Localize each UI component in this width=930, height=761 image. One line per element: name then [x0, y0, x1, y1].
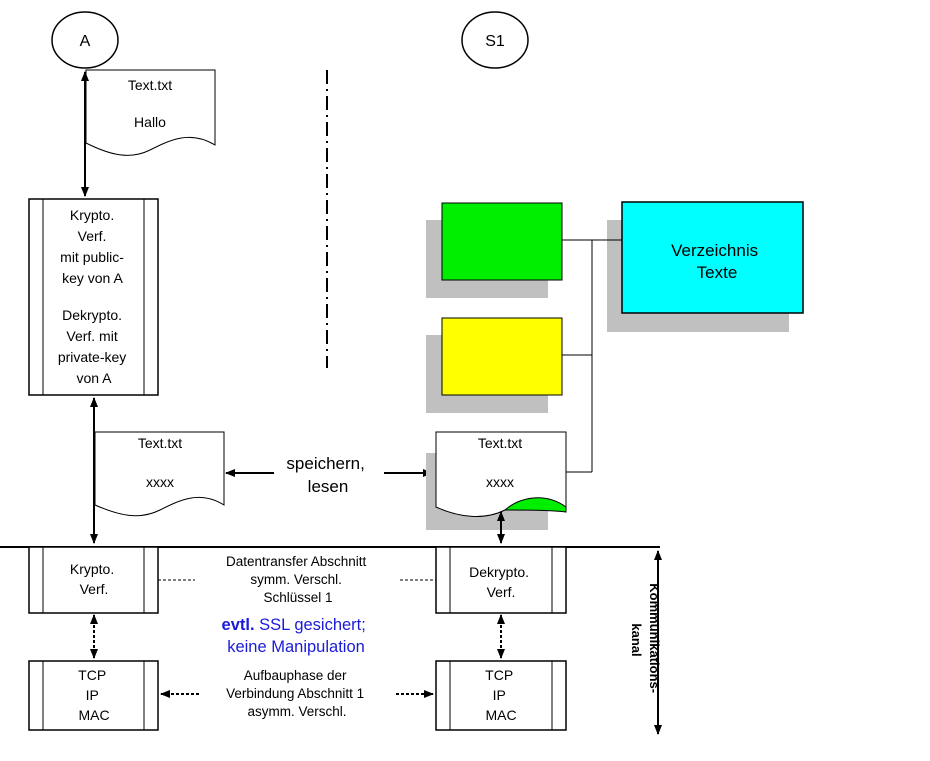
document-hallo: Text.txt Hallo — [85, 69, 216, 156]
krypto-box-left: Krypto. Verf. — [28, 546, 159, 614]
transfer-text: Datentransfer Abschnitt symm. Verschl. S… — [226, 554, 370, 605]
tcp-right-text: TCP IP MAC — [485, 667, 517, 723]
directory-box: Verzeichnis Texte — [607, 201, 804, 332]
doc-right-filename: Text.txt — [478, 435, 522, 451]
node-s1: S1 — [461, 11, 529, 69]
doc-hallo-filename: Text.txt — [128, 77, 172, 93]
doc-hallo-content: Hallo — [134, 114, 166, 130]
directory-label: Verzeichnis Texte — [671, 241, 763, 282]
node-a: A — [51, 11, 119, 69]
directory-connectors — [562, 239, 622, 473]
doc-left-content: xxxx — [146, 474, 174, 490]
tcp-box-left: TCP IP MAC — [28, 660, 159, 731]
dekrypto-right-text: Dekrypto. Verf. — [469, 564, 533, 600]
crypto-box-a: Krypto. Verf. mit public- key von A Dekr… — [28, 198, 159, 396]
crypto-box-a-text: Krypto. Verf. mit public- key von A Dekr… — [58, 207, 130, 386]
document-xxxx-left: Text.txt xxxx — [94, 431, 225, 517]
tcp-box-right: TCP IP MAC — [435, 660, 567, 731]
setup-text: Aufbauphase der Verbindung Abschnitt 1 a… — [226, 668, 368, 719]
tcp-left-text: TCP IP MAC — [78, 667, 110, 723]
doc-left-filename: Text.txt — [138, 435, 182, 451]
krypto-left-text: Krypto. Verf. — [70, 561, 118, 597]
node-s1-label: S1 — [485, 33, 505, 50]
node-a-label: A — [80, 33, 91, 50]
channel-label: Kommunikations- kanal — [629, 583, 662, 696]
store-label: speichern, lesen — [286, 454, 369, 496]
document-xxxx-right: Text.txt xxxx — [426, 431, 567, 530]
ssl-text: evtl. SSL gesichert; keine Manipulation — [222, 616, 371, 656]
doc-right-content: xxxx — [486, 474, 514, 490]
green-box — [426, 202, 563, 298]
yellow-box — [426, 317, 563, 413]
dekrypto-box-right: Dekrypto. Verf. — [435, 546, 567, 614]
